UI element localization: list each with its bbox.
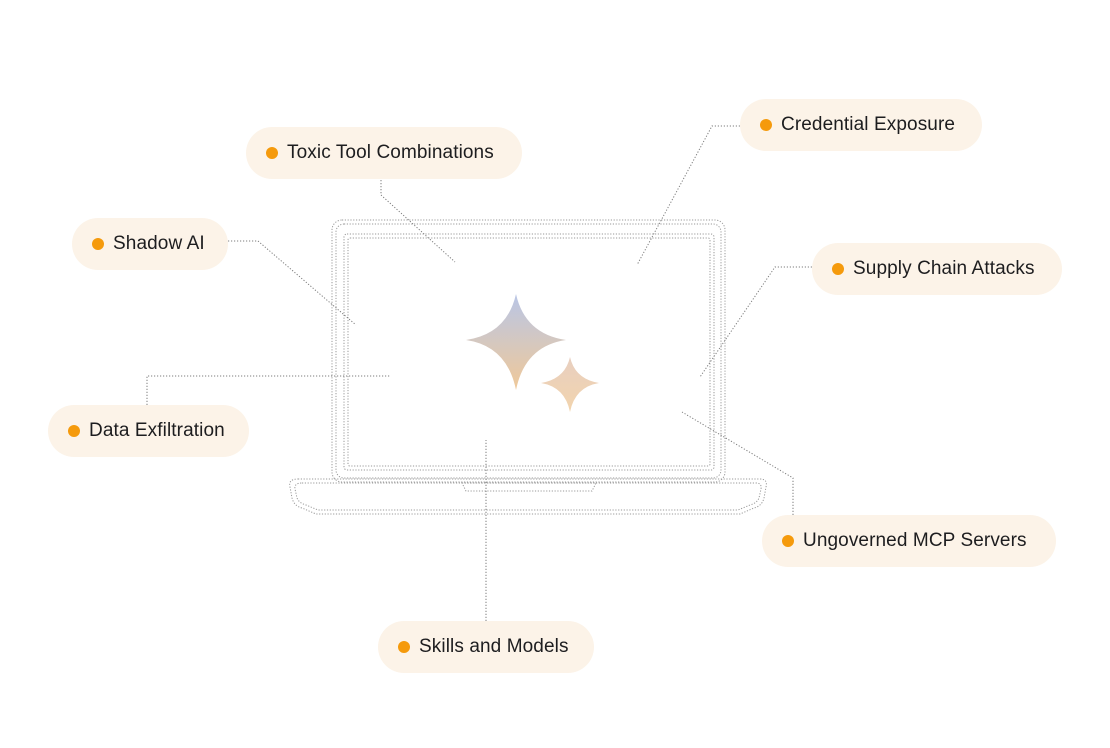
sparkle-large: [466, 294, 566, 390]
label-text: Supply Chain Attacks: [853, 258, 1035, 279]
label-data-exfiltration: Data Exfiltration: [48, 405, 249, 457]
connector-credential: [636, 125, 740, 266]
connector-toxic: [380, 180, 456, 263]
label-shadow-ai: Shadow AI: [72, 218, 228, 270]
label-text: Data Exfiltration: [89, 420, 225, 441]
bullet-dot: [92, 238, 104, 250]
connector-supply: [699, 266, 812, 378]
label-text: Shadow AI: [113, 233, 205, 254]
label-text: Skills and Models: [419, 636, 569, 657]
label-supply-chain-attacks: Supply Chain Attacks: [812, 243, 1062, 295]
bullet-dot: [266, 147, 278, 159]
connector-lines: [146, 125, 812, 621]
label-skills-and-models: Skills and Models: [378, 621, 594, 673]
bullet-dot: [68, 425, 80, 437]
connector-shadow: [228, 240, 357, 326]
sparkle-icon: [466, 294, 599, 412]
bullet-dot: [782, 535, 794, 547]
label-ungoverned-mcp-servers: Ungoverned MCP Servers: [762, 515, 1056, 567]
connector-mcp: [681, 411, 794, 515]
label-toxic-tool-combinations: Toxic Tool Combinations: [246, 127, 522, 179]
bullet-dot: [832, 263, 844, 275]
sparkle-small: [541, 357, 599, 412]
label-text: Ungoverned MCP Servers: [803, 530, 1027, 551]
bullet-dot: [398, 641, 410, 653]
label-credential-exposure: Credential Exposure: [740, 99, 982, 151]
label-text: Toxic Tool Combinations: [287, 142, 494, 163]
bullet-dot: [760, 119, 772, 131]
laptop-icon: [289, 219, 767, 515]
label-text: Credential Exposure: [781, 114, 956, 135]
connector-exfil: [146, 375, 390, 405]
